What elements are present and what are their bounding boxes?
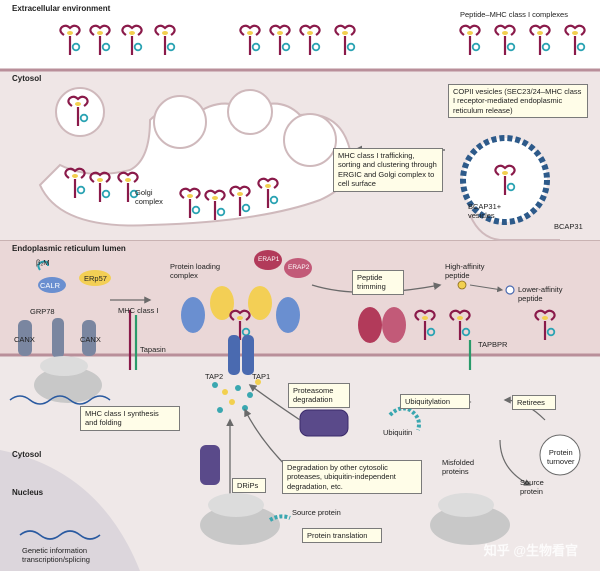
bcap31-label: BCAP31	[554, 222, 583, 231]
b2m-label: β₂M	[36, 258, 50, 267]
proteasome-box: Proteasome degradation	[288, 383, 350, 408]
nucleus-label: Nucleus	[12, 488, 44, 497]
canx-label-right: CANX	[80, 335, 101, 344]
watermark: 知乎 @生物看官	[483, 543, 578, 558]
misfolded-label: Misfolded proteins	[442, 458, 475, 476]
plc-label: Protein loading complex	[170, 262, 221, 280]
degradation-other-box: Degradation by other cytosolic proteases…	[282, 460, 422, 495]
cytosol-top-label: Cytosol	[12, 74, 42, 83]
peptide-beads	[212, 379, 261, 413]
erap-complex-top	[254, 250, 312, 278]
golgi-complex	[38, 87, 353, 227]
peptide-trimming-box: Peptide trimming	[352, 270, 404, 295]
ubiquitin-label: Ubiquitin	[383, 428, 413, 437]
trafficking-box: MHC class I trafficking, sorting and clu…	[333, 148, 443, 192]
calr-label: CALR	[40, 281, 61, 290]
erap2-label: ERAP2	[288, 264, 310, 271]
canx-label-left: CANX	[14, 335, 35, 344]
tap2-label: TAP2	[205, 372, 224, 381]
source-protein-mid-label: Source protein	[292, 508, 341, 517]
protein-turnover-cycle	[499, 396, 581, 486]
protein-turnover-label: Protein turnover	[547, 448, 575, 466]
surface-mhc-molecules	[59, 24, 586, 57]
mhc-synthesis-box: MHC class I synthesis and folding	[80, 406, 180, 431]
tap1-label: TAP1	[252, 372, 271, 381]
genetic-info-label: Genetic information transcription/splici…	[22, 546, 90, 564]
peptide-mhc-label: Peptide–MHC class I complexes	[460, 10, 568, 19]
nucleus	[0, 450, 140, 571]
bcap31-vesicles-label: BCAP31+ vesicles	[468, 202, 502, 220]
lower-affinity-label: Lower-affinity peptide	[518, 285, 563, 303]
drips-box: DRiPs	[232, 478, 266, 494]
proteasome	[200, 409, 349, 485]
ubiquitylation-box: Ubiquitylation	[400, 394, 470, 410]
source-protein-right-label: Source protein	[520, 478, 544, 496]
extracellular-label: Extracellular environment	[12, 4, 111, 13]
erap-complex-bottom	[358, 307, 556, 370]
er-lumen-label: Endoplasmic reticulum lumen	[12, 244, 126, 253]
high-affinity-label: High-affinity peptide	[445, 262, 485, 280]
copii-box: COPII vesicles (SEC23/24–MHC class I rec…	[448, 84, 588, 119]
ribosome-er	[9, 356, 111, 405]
retirees-box: Retirees	[512, 395, 556, 411]
tapasin-label: Tapasin	[140, 345, 166, 354]
erap1-label: ERAP1	[258, 256, 280, 263]
ribosome-cytosol	[200, 493, 510, 545]
golgi-label: Golgi complex	[135, 188, 163, 206]
protein-translation-box: Protein translation	[302, 528, 382, 544]
protein-loading-complex	[181, 286, 300, 375]
grp78-label: GRP78	[30, 307, 55, 316]
er-chaperones	[18, 260, 152, 370]
erp57-label: ERp57	[84, 274, 107, 283]
mhc-class-i-label: MHC class I	[118, 306, 159, 315]
copii-vesicle	[460, 135, 560, 241]
cytosol-bottom-label: Cytosol	[12, 450, 42, 459]
tapbpr-label: TAPBPR	[478, 340, 508, 349]
